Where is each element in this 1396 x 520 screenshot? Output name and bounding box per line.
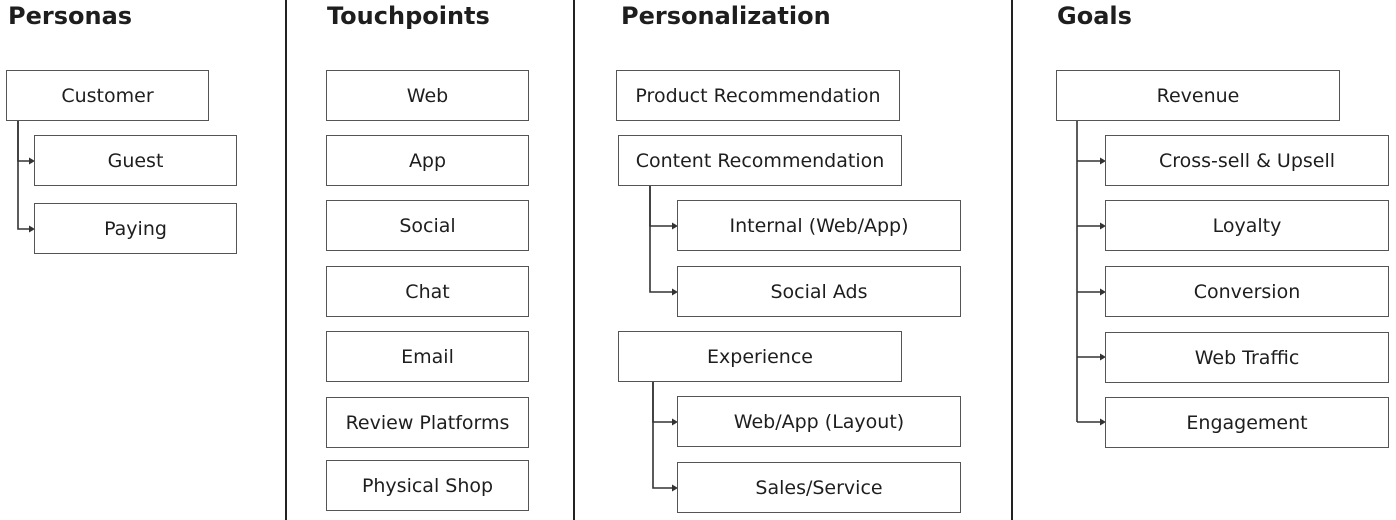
connector-content-internal (649, 186, 672, 227)
personalization-web-app-layout: Web/App (Layout) (677, 396, 961, 447)
touchpoint-physical-shop: Physical Shop (326, 460, 529, 511)
touchpoint-social: Social (326, 200, 529, 251)
connector-customer-guest (17, 121, 30, 162)
arrowhead-sales (672, 484, 678, 492)
column-divider-2 (573, 0, 575, 520)
personalization-content-recommendation: Content Recommendation (618, 135, 902, 186)
column-divider-1 (285, 0, 287, 520)
personalization-sales-service: Sales/Service (677, 462, 961, 513)
goal-web-traffic: Web Traffic (1105, 332, 1389, 383)
arrowhead-engagement (1100, 418, 1106, 426)
goal-loyalty: Loyalty (1105, 200, 1389, 251)
connector-experience-sales (652, 382, 672, 489)
arrowhead-layout (672, 418, 678, 426)
goal-conversion: Conversion (1105, 266, 1389, 317)
persona-guest: Guest (34, 135, 237, 186)
arrowhead-loyalty (1100, 222, 1106, 230)
goal-engagement: Engagement (1105, 397, 1389, 448)
connector-customer-paying (17, 121, 30, 230)
connector-experience-layout (652, 382, 672, 423)
touchpoints-title: Touchpoints (327, 2, 490, 30)
arrowhead-paying (29, 225, 35, 233)
column-divider-3 (1011, 0, 1013, 520)
touchpoint-email: Email (326, 331, 529, 382)
touchpoint-web: Web (326, 70, 529, 121)
persona-paying: Paying (34, 203, 237, 254)
arrowhead-guest (29, 157, 35, 165)
personalization-internal-web-app: Internal (Web/App) (677, 200, 961, 251)
personalization-social-ads: Social Ads (677, 266, 961, 317)
arrowhead-conversion (1100, 288, 1106, 296)
touchpoint-app: App (326, 135, 529, 186)
arrowhead-social-ads (672, 288, 678, 296)
touchpoint-chat: Chat (326, 266, 529, 317)
goal-cross-sell-upsell: Cross-sell & Upsell (1105, 135, 1389, 186)
arrowhead-webtraffic (1100, 353, 1106, 361)
personalization-title: Personalization (621, 2, 831, 30)
arrowhead-crosssell (1100, 157, 1106, 165)
personalization-product-recommendation: Product Recommendation (616, 70, 900, 121)
connector-content-social-ads (649, 186, 672, 293)
persona-customer: Customer (6, 70, 209, 121)
personas-title: Personas (8, 2, 133, 30)
arrowhead-internal (672, 222, 678, 230)
touchpoint-review-platforms: Review Platforms (326, 397, 529, 448)
goals-title: Goals (1057, 2, 1132, 30)
goal-revenue: Revenue (1056, 70, 1340, 121)
personalization-experience: Experience (618, 331, 902, 382)
